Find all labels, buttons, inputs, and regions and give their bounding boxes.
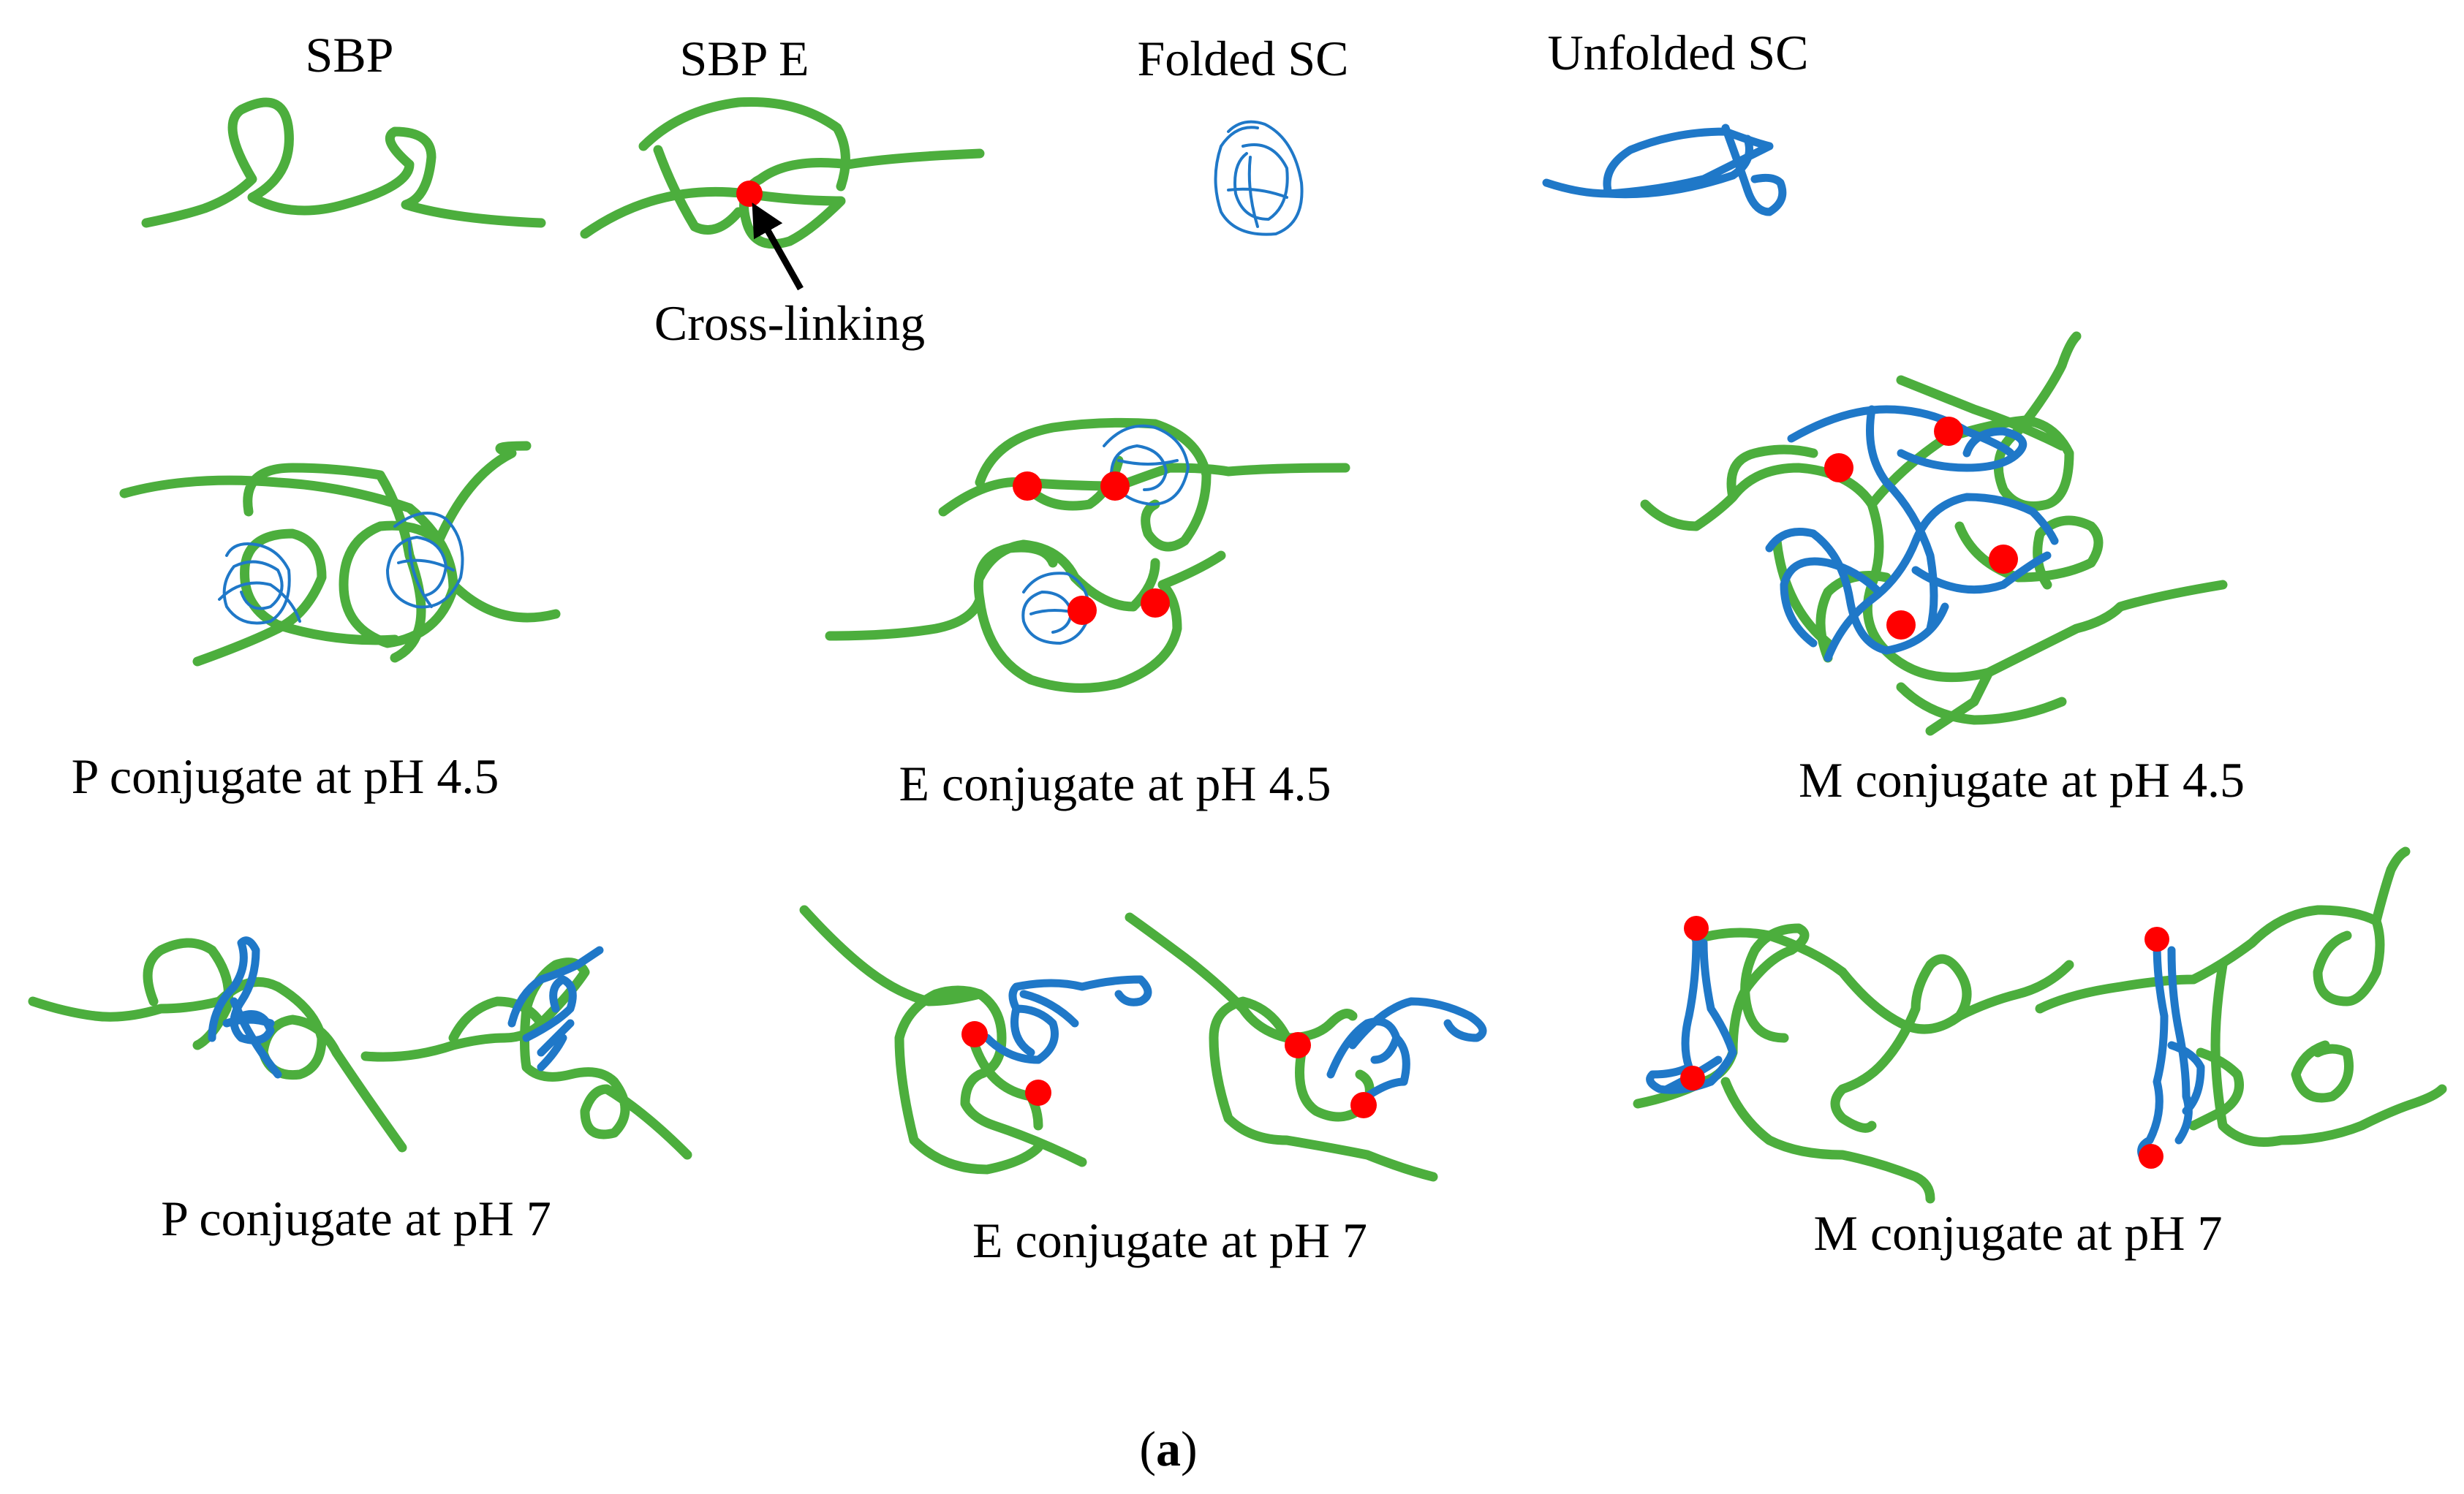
cross-link-dot <box>961 1021 988 1047</box>
label-m-conjugate-ph7: M conjugate at pH 7 <box>1814 1205 2223 1261</box>
unfolded-sc-chain <box>1542 124 1787 216</box>
sbp-e-chain <box>580 96 985 249</box>
panel-label-close: ) <box>1181 1421 1198 1476</box>
label-e-conjugate-ph7: E conjugate at pH 7 <box>972 1213 1367 1268</box>
folded-sc-chain <box>1214 120 1304 236</box>
sbp-chain <box>141 97 546 228</box>
e-conjugate-ph7-left <box>799 905 1152 1175</box>
cross-link-dot <box>1989 545 2018 574</box>
m-conjugate-ph7-left <box>1633 923 2074 1204</box>
label-unfolded-sc: Unfolded SC <box>1548 25 1809 80</box>
label-e-conjugate-ph45: E conjugate at pH 4.5 <box>899 756 1331 811</box>
cross-link-dot <box>1350 1092 1377 1118</box>
label-sbp-e: SBP E <box>679 31 809 86</box>
sbp-e-cross-link <box>736 181 763 207</box>
cross-link-dots <box>961 417 2169 1169</box>
cross-link-dot <box>1684 916 1709 941</box>
p-conjugate-ph7-right <box>360 946 692 1160</box>
cross-link-dot <box>1680 1066 1705 1091</box>
label-m-conjugate-ph45: M conjugate at pH 4.5 <box>1799 752 2245 808</box>
cross-link-dot <box>1285 1032 1311 1058</box>
cross-link-dot <box>1934 417 1963 446</box>
m-conjugate-ph7-right <box>2035 846 2447 1167</box>
cross-link-dot <box>1824 453 1853 482</box>
cross-link-dot <box>1067 596 1097 625</box>
cross-linking-arrow <box>752 202 804 291</box>
p-conjugate-ph7-left <box>28 936 407 1153</box>
m-conjugate-ph45 <box>1640 331 2228 736</box>
cross-link-dot <box>1013 471 1042 501</box>
label-p-conjugate-ph45: P conjugate at pH 4.5 <box>72 748 499 804</box>
cross-link-dot <box>2139 1144 2163 1169</box>
label-folded-sc: Folded SC <box>1137 31 1348 86</box>
label-cross-linking: Cross-linking <box>654 295 925 351</box>
cross-link-dot <box>1886 610 1916 640</box>
cross-link-dot <box>1100 471 1130 501</box>
cross-link-dot <box>1025 1080 1051 1106</box>
cross-link-dot <box>1141 588 1170 618</box>
panel-label: (a) <box>1139 1421 1197 1476</box>
panel-label-open: ( <box>1139 1421 1156 1476</box>
cross-link-dot <box>2144 927 2169 952</box>
label-p-conjugate-ph7: P conjugate at pH 7 <box>161 1191 551 1246</box>
label-sbp: SBP <box>306 27 394 83</box>
e-conjugate-ph45-lower <box>825 539 1226 693</box>
e-conjugate-ph45-upper <box>938 417 1350 552</box>
panel-label-letter: a <box>1156 1421 1181 1476</box>
e-conjugate-ph7-right <box>1125 912 1487 1182</box>
p-conjugate-ph45 <box>119 441 561 667</box>
